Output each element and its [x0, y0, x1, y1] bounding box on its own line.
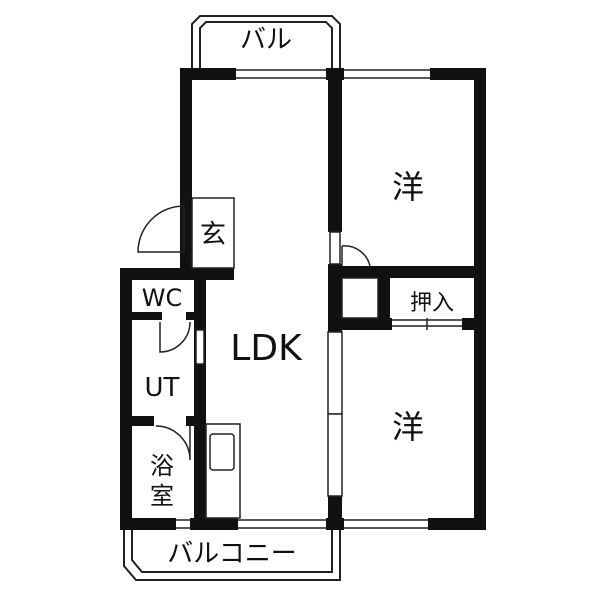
western-upper-door — [341, 245, 371, 267]
balcony-bottom-label: バルコニー — [167, 539, 296, 569]
ut-door — [159, 321, 191, 353]
genkan-label: 玄 — [200, 220, 226, 250]
bath-label-line2: 室 — [150, 482, 174, 510]
ldk-wet-door — [195, 329, 205, 365]
bath-door — [155, 425, 191, 461]
bath-label-line1: 浴 — [150, 452, 174, 480]
balcony-top-label: バル — [240, 25, 292, 55]
western-upper-label: 洋 — [392, 168, 424, 206]
windows — [176, 69, 430, 529]
ldk-label: LDK — [230, 328, 303, 369]
wc-label: WC — [142, 284, 183, 312]
sliding-doors — [327, 331, 343, 497]
closet-label: 押入 — [410, 291, 454, 316]
top-balcony — [191, 15, 341, 68]
ldk-side-opening — [329, 231, 341, 265]
western-lower-label: 洋 — [392, 408, 424, 446]
bottom-balcony — [123, 530, 341, 581]
entrance-door — [137, 205, 185, 253]
kitchen-counter — [205, 423, 241, 519]
closet-doors — [392, 318, 462, 330]
walls — [120, 68, 486, 530]
ut-label: UT — [145, 373, 180, 403]
genkan-box — [191, 197, 235, 269]
storage-box — [341, 277, 379, 319]
